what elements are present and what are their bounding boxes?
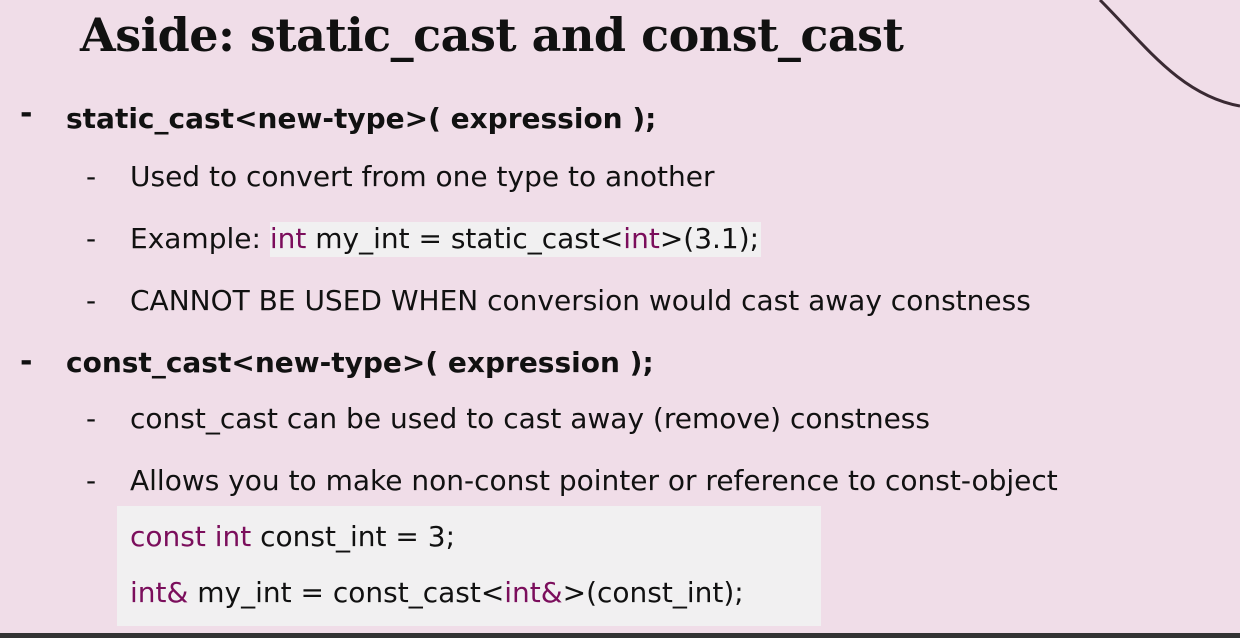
bullet-dash: - [86,284,97,317]
code-keyword: int [623,222,660,255]
slide-title: Aside: static_cast and const_cast [80,8,904,62]
code-keyword: const int [130,520,252,553]
code-keyword: int& [504,576,563,609]
list-item: const_cast can be used to cast away (rem… [130,402,930,435]
bullet-dash: - [20,96,33,131]
bullet-dash: - [20,344,33,379]
code-text: my_int = static_cast< [306,222,624,255]
section-heading: const_cast<new-type>( expression ); [66,346,654,379]
list-item-example: Example: int my_int = static_cast<int>(3… [130,222,762,257]
bullet-dash: - [86,464,97,497]
list-item: Used to convert from one type to another [130,160,715,193]
code-line: int& my_int = const_cast<int&>(const_int… [130,576,744,609]
code-keyword: int& [130,576,189,609]
code-block: const int const_int = 3; int& my_int = c… [117,506,821,626]
bullet-dash: - [86,402,97,435]
code-keyword: int [269,222,307,255]
decorative-curve [1098,0,1240,108]
code-text: >(3.1); [659,222,760,255]
code-line: const int const_int = 3; [130,520,455,553]
list-item: CANNOT BE USED WHEN conversion would cas… [130,284,1031,317]
bullet-dash: - [86,160,97,193]
code-text: const_int = 3; [251,520,456,553]
list-item: Allows you to make non-const pointer or … [130,464,1058,497]
section-heading: static_cast<new-type>( expression ); [66,102,657,135]
bullet-dash: - [86,222,97,255]
code-text: >(const_int); [562,576,744,609]
bottom-rule [0,633,1240,638]
code-text: my_int = const_cast< [188,576,505,609]
example-label: Example: [130,222,270,255]
inline-code: int my_int = static_cast<int>(3.1); [269,222,762,257]
